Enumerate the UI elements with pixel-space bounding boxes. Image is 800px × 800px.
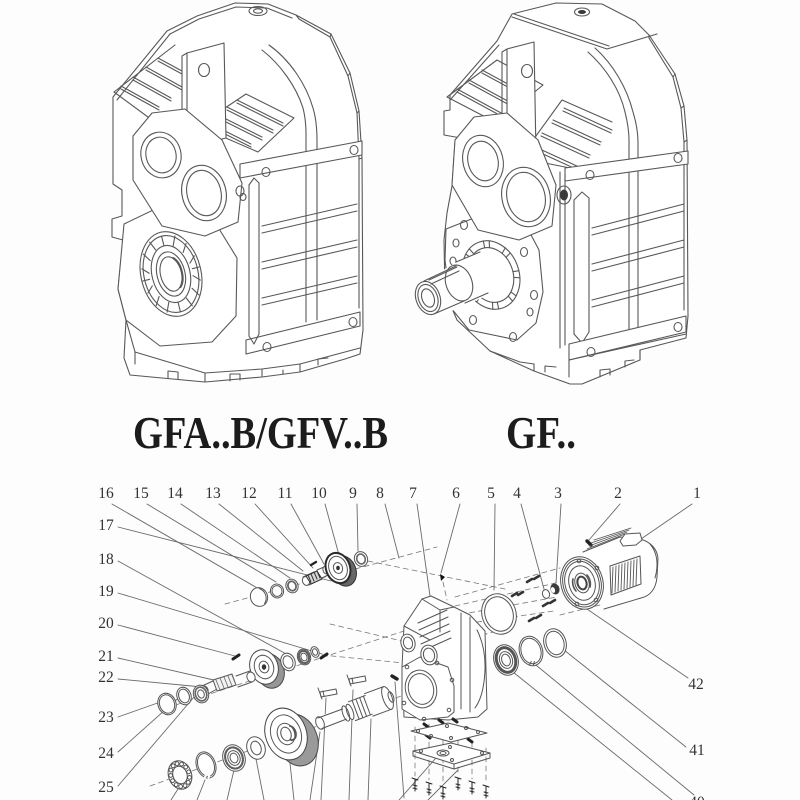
- svg-text:11: 11: [278, 485, 293, 502]
- svg-text:2: 2: [614, 485, 622, 502]
- svg-text:16: 16: [98, 485, 114, 502]
- svg-text:20: 20: [98, 615, 114, 632]
- svg-text:GF..: GF..: [506, 408, 576, 458]
- svg-text:14: 14: [167, 485, 183, 502]
- svg-text:1: 1: [693, 485, 701, 502]
- svg-text:9: 9: [349, 485, 357, 502]
- svg-text:7: 7: [409, 485, 417, 502]
- svg-text:3: 3: [554, 485, 562, 502]
- svg-text:21: 21: [98, 648, 114, 665]
- svg-text:GFA..B/GFV..B: GFA..B/GFV..B: [133, 408, 388, 458]
- svg-text:8: 8: [376, 485, 384, 502]
- svg-text:13: 13: [205, 485, 221, 502]
- svg-text:41: 41: [689, 742, 705, 759]
- svg-text:10: 10: [311, 485, 327, 502]
- svg-text:40: 40: [689, 794, 705, 800]
- svg-text:6: 6: [452, 485, 460, 502]
- svg-text:4: 4: [513, 485, 521, 502]
- svg-text:23: 23: [98, 709, 114, 726]
- svg-text:15: 15: [133, 485, 149, 502]
- svg-text:25: 25: [98, 779, 114, 796]
- svg-text:42: 42: [688, 676, 704, 693]
- svg-text:12: 12: [241, 485, 257, 502]
- svg-text:18: 18: [98, 551, 114, 568]
- svg-text:24: 24: [98, 745, 114, 762]
- svg-text:22: 22: [98, 669, 114, 686]
- svg-text:19: 19: [98, 583, 114, 600]
- svg-text:17: 17: [98, 517, 114, 534]
- svg-text:5: 5: [487, 485, 495, 502]
